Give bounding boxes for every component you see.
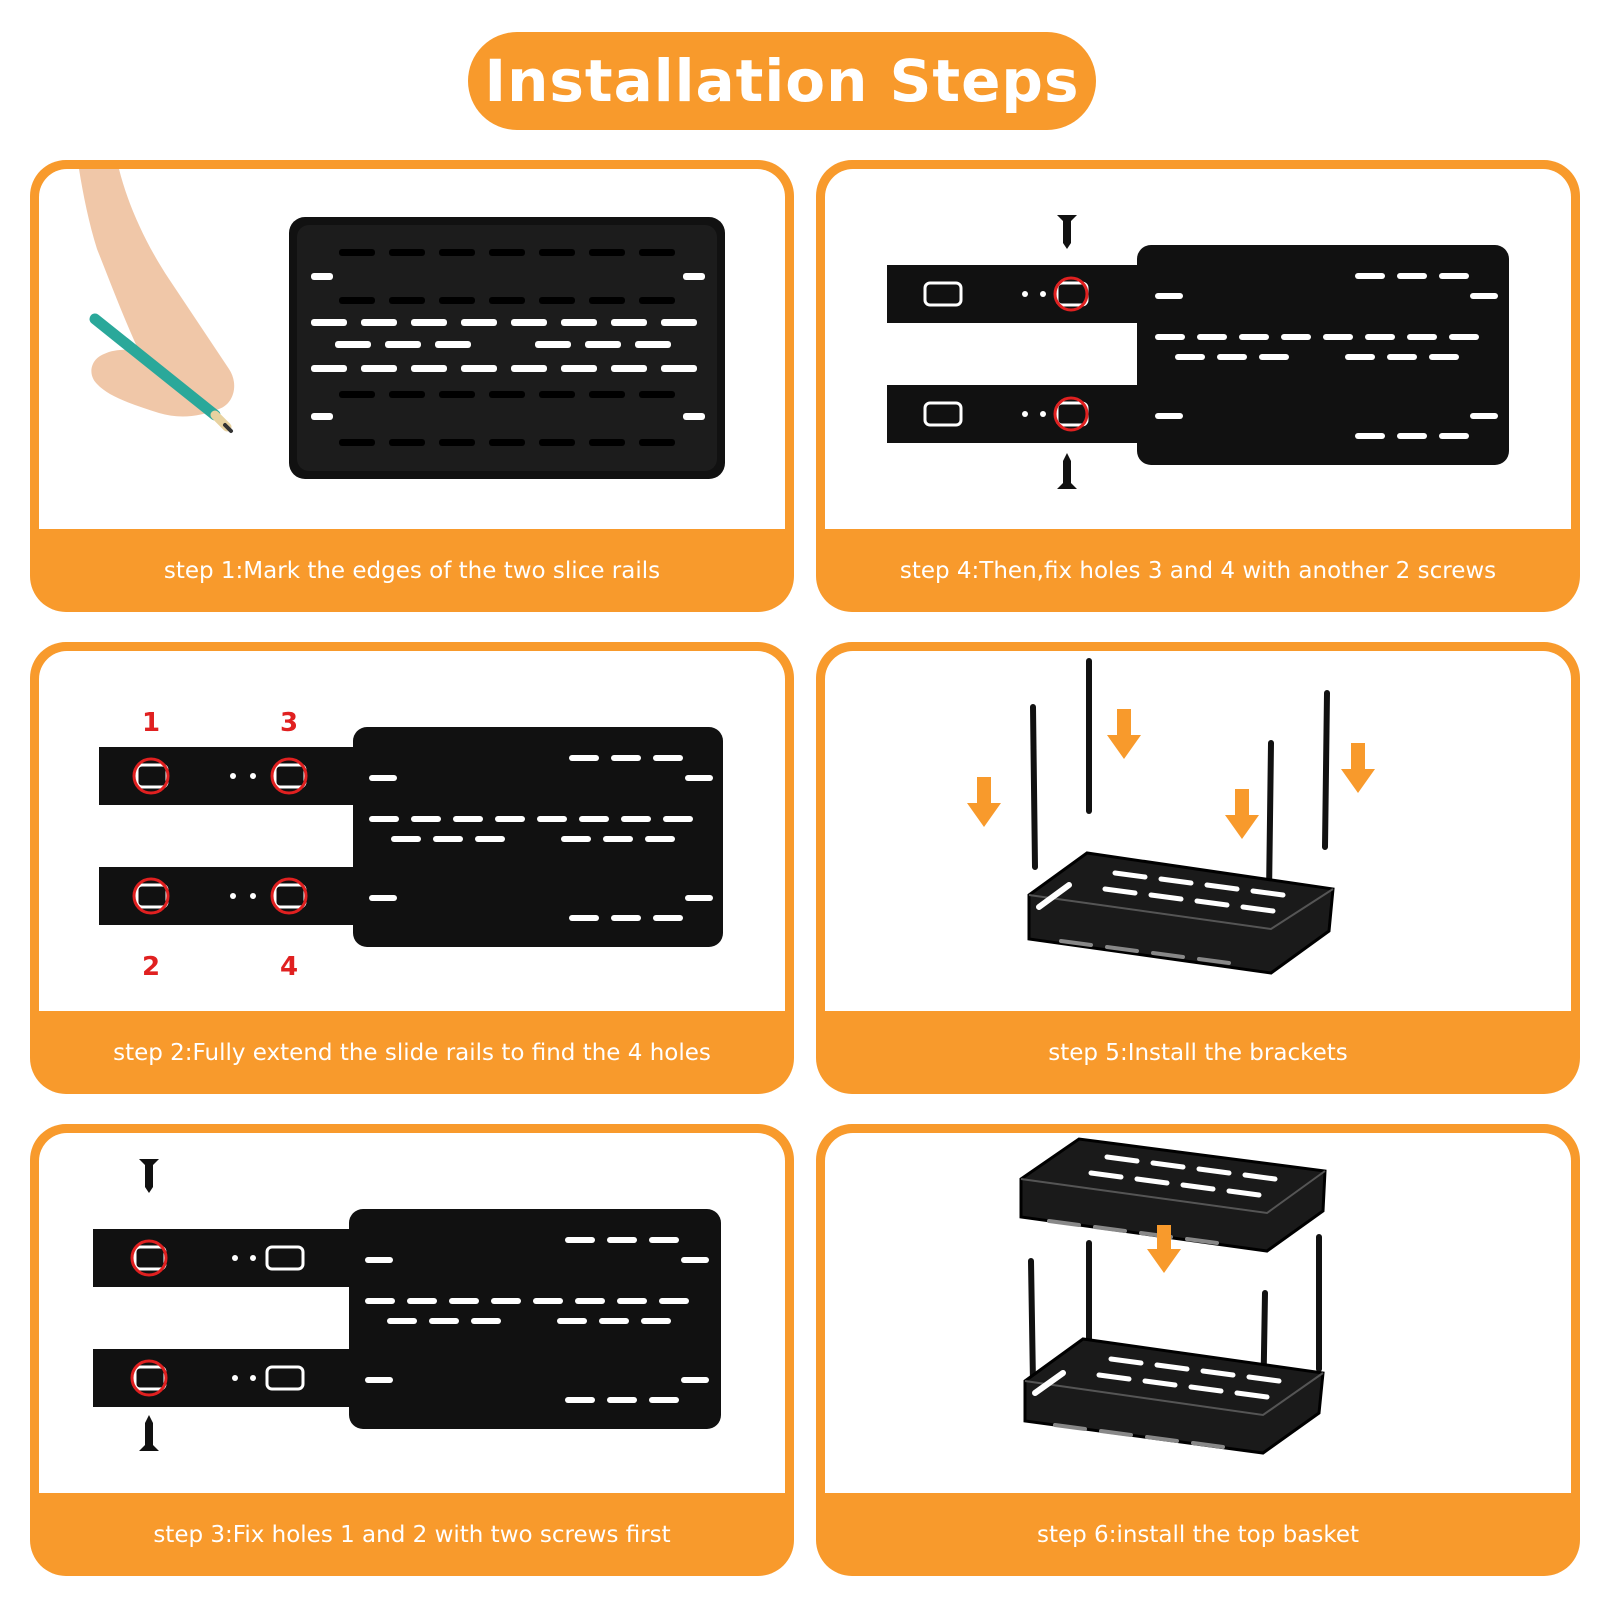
step-1-panel: step 1:Mark the edges of the two slice r…	[30, 160, 794, 612]
hole-1-marker	[130, 1239, 168, 1277]
step-4-illustration	[887, 215, 1509, 489]
step-2-caption: step 2:Fully extend the slide rails to f…	[113, 1039, 711, 1066]
step-5-caption: step 5:Install the brackets	[1048, 1039, 1348, 1066]
step-5-image-area	[825, 651, 1571, 1011]
slide-rail-top	[99, 747, 361, 805]
basket-tray	[289, 217, 725, 479]
step-2-image-area: 1 3 2 4	[39, 651, 785, 1011]
bracket-rods	[1030, 658, 1330, 898]
hole-4-marker	[1053, 396, 1089, 432]
step-6-image-area	[825, 1133, 1571, 1493]
hole-label-2: 2	[142, 952, 160, 982]
hole-3-marker	[270, 757, 308, 795]
step-1-caption: step 1:Mark the edges of the two slice r…	[163, 557, 661, 584]
step-2-illustration: 1 3 2 4	[99, 708, 723, 982]
step-6-illustration	[1019, 1137, 1327, 1455]
hole-2-marker	[130, 1359, 168, 1397]
slide-rail-top	[887, 265, 1147, 323]
step-3-caption: step 3:Fix holes 1 and 2 with two screws…	[153, 1521, 671, 1548]
step-1-image-area	[39, 169, 785, 529]
hole-3-marker	[1053, 276, 1089, 312]
page-title: Installation Steps	[484, 47, 1080, 115]
basket-tray	[349, 1209, 721, 1429]
hand-with-pencil-icon	[79, 169, 235, 433]
step-3-image-area	[39, 1133, 785, 1493]
hole-label-4: 4	[280, 952, 298, 982]
slide-rail-bottom	[887, 385, 1147, 443]
hole-label-1: 1	[142, 708, 160, 738]
step-4-caption: step 4:Then,fix holes 3 and 4 with anoth…	[899, 557, 1497, 584]
title-banner: Installation Steps	[468, 32, 1096, 130]
top-screw-icon	[139, 1159, 159, 1193]
slide-rail-top	[93, 1229, 359, 1287]
step-4-image-area	[825, 169, 1571, 529]
slide-rail-bottom	[93, 1349, 359, 1407]
step-3-illustration	[93, 1159, 721, 1451]
step-5-panel: step 5:Install the brackets	[816, 642, 1580, 1094]
down-arrow-icon	[967, 709, 1375, 839]
step-5-illustration	[967, 658, 1375, 975]
slide-rail-bottom	[99, 867, 361, 925]
step-3-panel: step 3:Fix holes 1 and 2 with two screws…	[30, 1124, 794, 1576]
step-6-caption: step 6:install the top basket	[1037, 1521, 1359, 1548]
step-4-panel: step 4:Then,fix holes 3 and 4 with anoth…	[816, 160, 1580, 612]
bottom-basket	[1023, 1337, 1325, 1455]
basket-tray	[353, 727, 723, 947]
hole-1-marker	[132, 757, 170, 795]
hole-label-3: 3	[280, 708, 298, 738]
basket-tray	[1137, 245, 1509, 465]
bottom-screw-icon	[1057, 453, 1077, 489]
hole-2-marker	[132, 877, 170, 915]
down-arrow-icon	[1147, 1225, 1181, 1273]
bottom-screw-icon	[139, 1415, 159, 1451]
step-2-panel: 1 3 2 4	[30, 642, 794, 1094]
hole-4-marker	[270, 877, 308, 915]
step-1-illustration	[79, 169, 725, 479]
step-6-panel: step 6:install the top basket	[816, 1124, 1580, 1576]
top-basket	[1019, 1137, 1327, 1253]
top-screw-icon	[1057, 215, 1077, 249]
bottom-basket	[1027, 851, 1335, 975]
